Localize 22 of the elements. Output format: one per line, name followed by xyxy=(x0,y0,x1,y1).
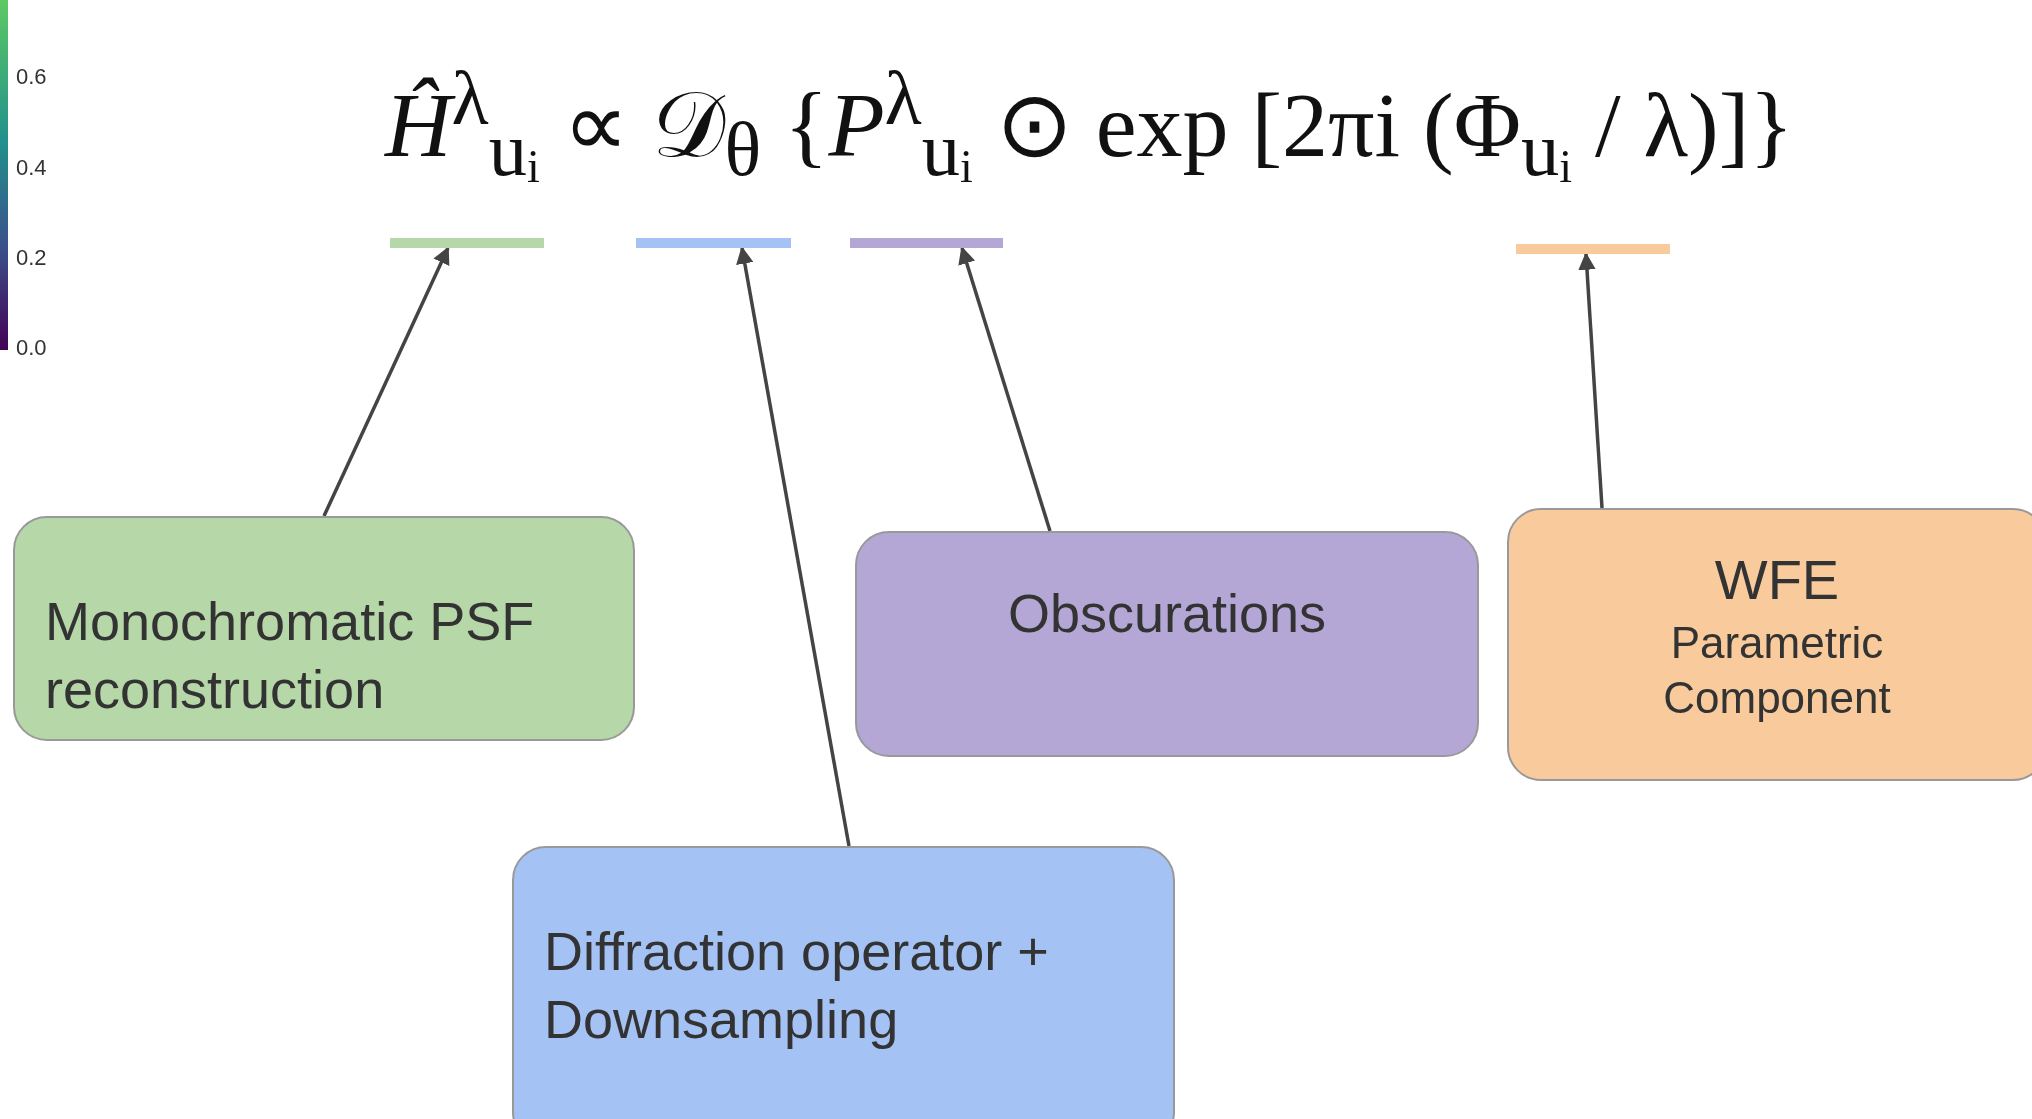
arrow xyxy=(322,246,450,517)
process-box xyxy=(13,516,635,741)
underline-bar xyxy=(636,238,791,248)
arrow xyxy=(1578,252,1604,509)
box-label: Monochromatic PSF reconstruction xyxy=(45,590,536,721)
process-box xyxy=(1507,508,2032,781)
box-sublabel: Parametric Component xyxy=(1662,616,1892,724)
process-box xyxy=(855,531,1479,757)
arrow xyxy=(958,246,1052,532)
underline-bar xyxy=(850,238,1003,248)
box-label: Obscurations xyxy=(1007,582,1327,646)
tick-label: 0.0 xyxy=(16,335,47,361)
arrow xyxy=(736,246,851,847)
underline-bar xyxy=(1516,244,1670,254)
tick-label: 0.6 xyxy=(16,64,47,90)
tick-label: 0.4 xyxy=(16,155,47,181)
tick-label: 0.2 xyxy=(16,245,47,271)
box-label: Diffraction operator + Downsampling xyxy=(544,920,1050,1051)
box-label: WFE xyxy=(1714,546,1840,613)
formula: Ĥ$^{λ}$$_{uᵢ}$ ∝ 𝒟$_{θ}$ {P$^{λ}$$_{uᵢ}$ ⊙ exp [2πi (Φ$_{uᵢ}$ / λ)]} xyxy=(385,55,1794,195)
underline-bar xyxy=(390,238,544,248)
process-box xyxy=(512,846,1175,1119)
